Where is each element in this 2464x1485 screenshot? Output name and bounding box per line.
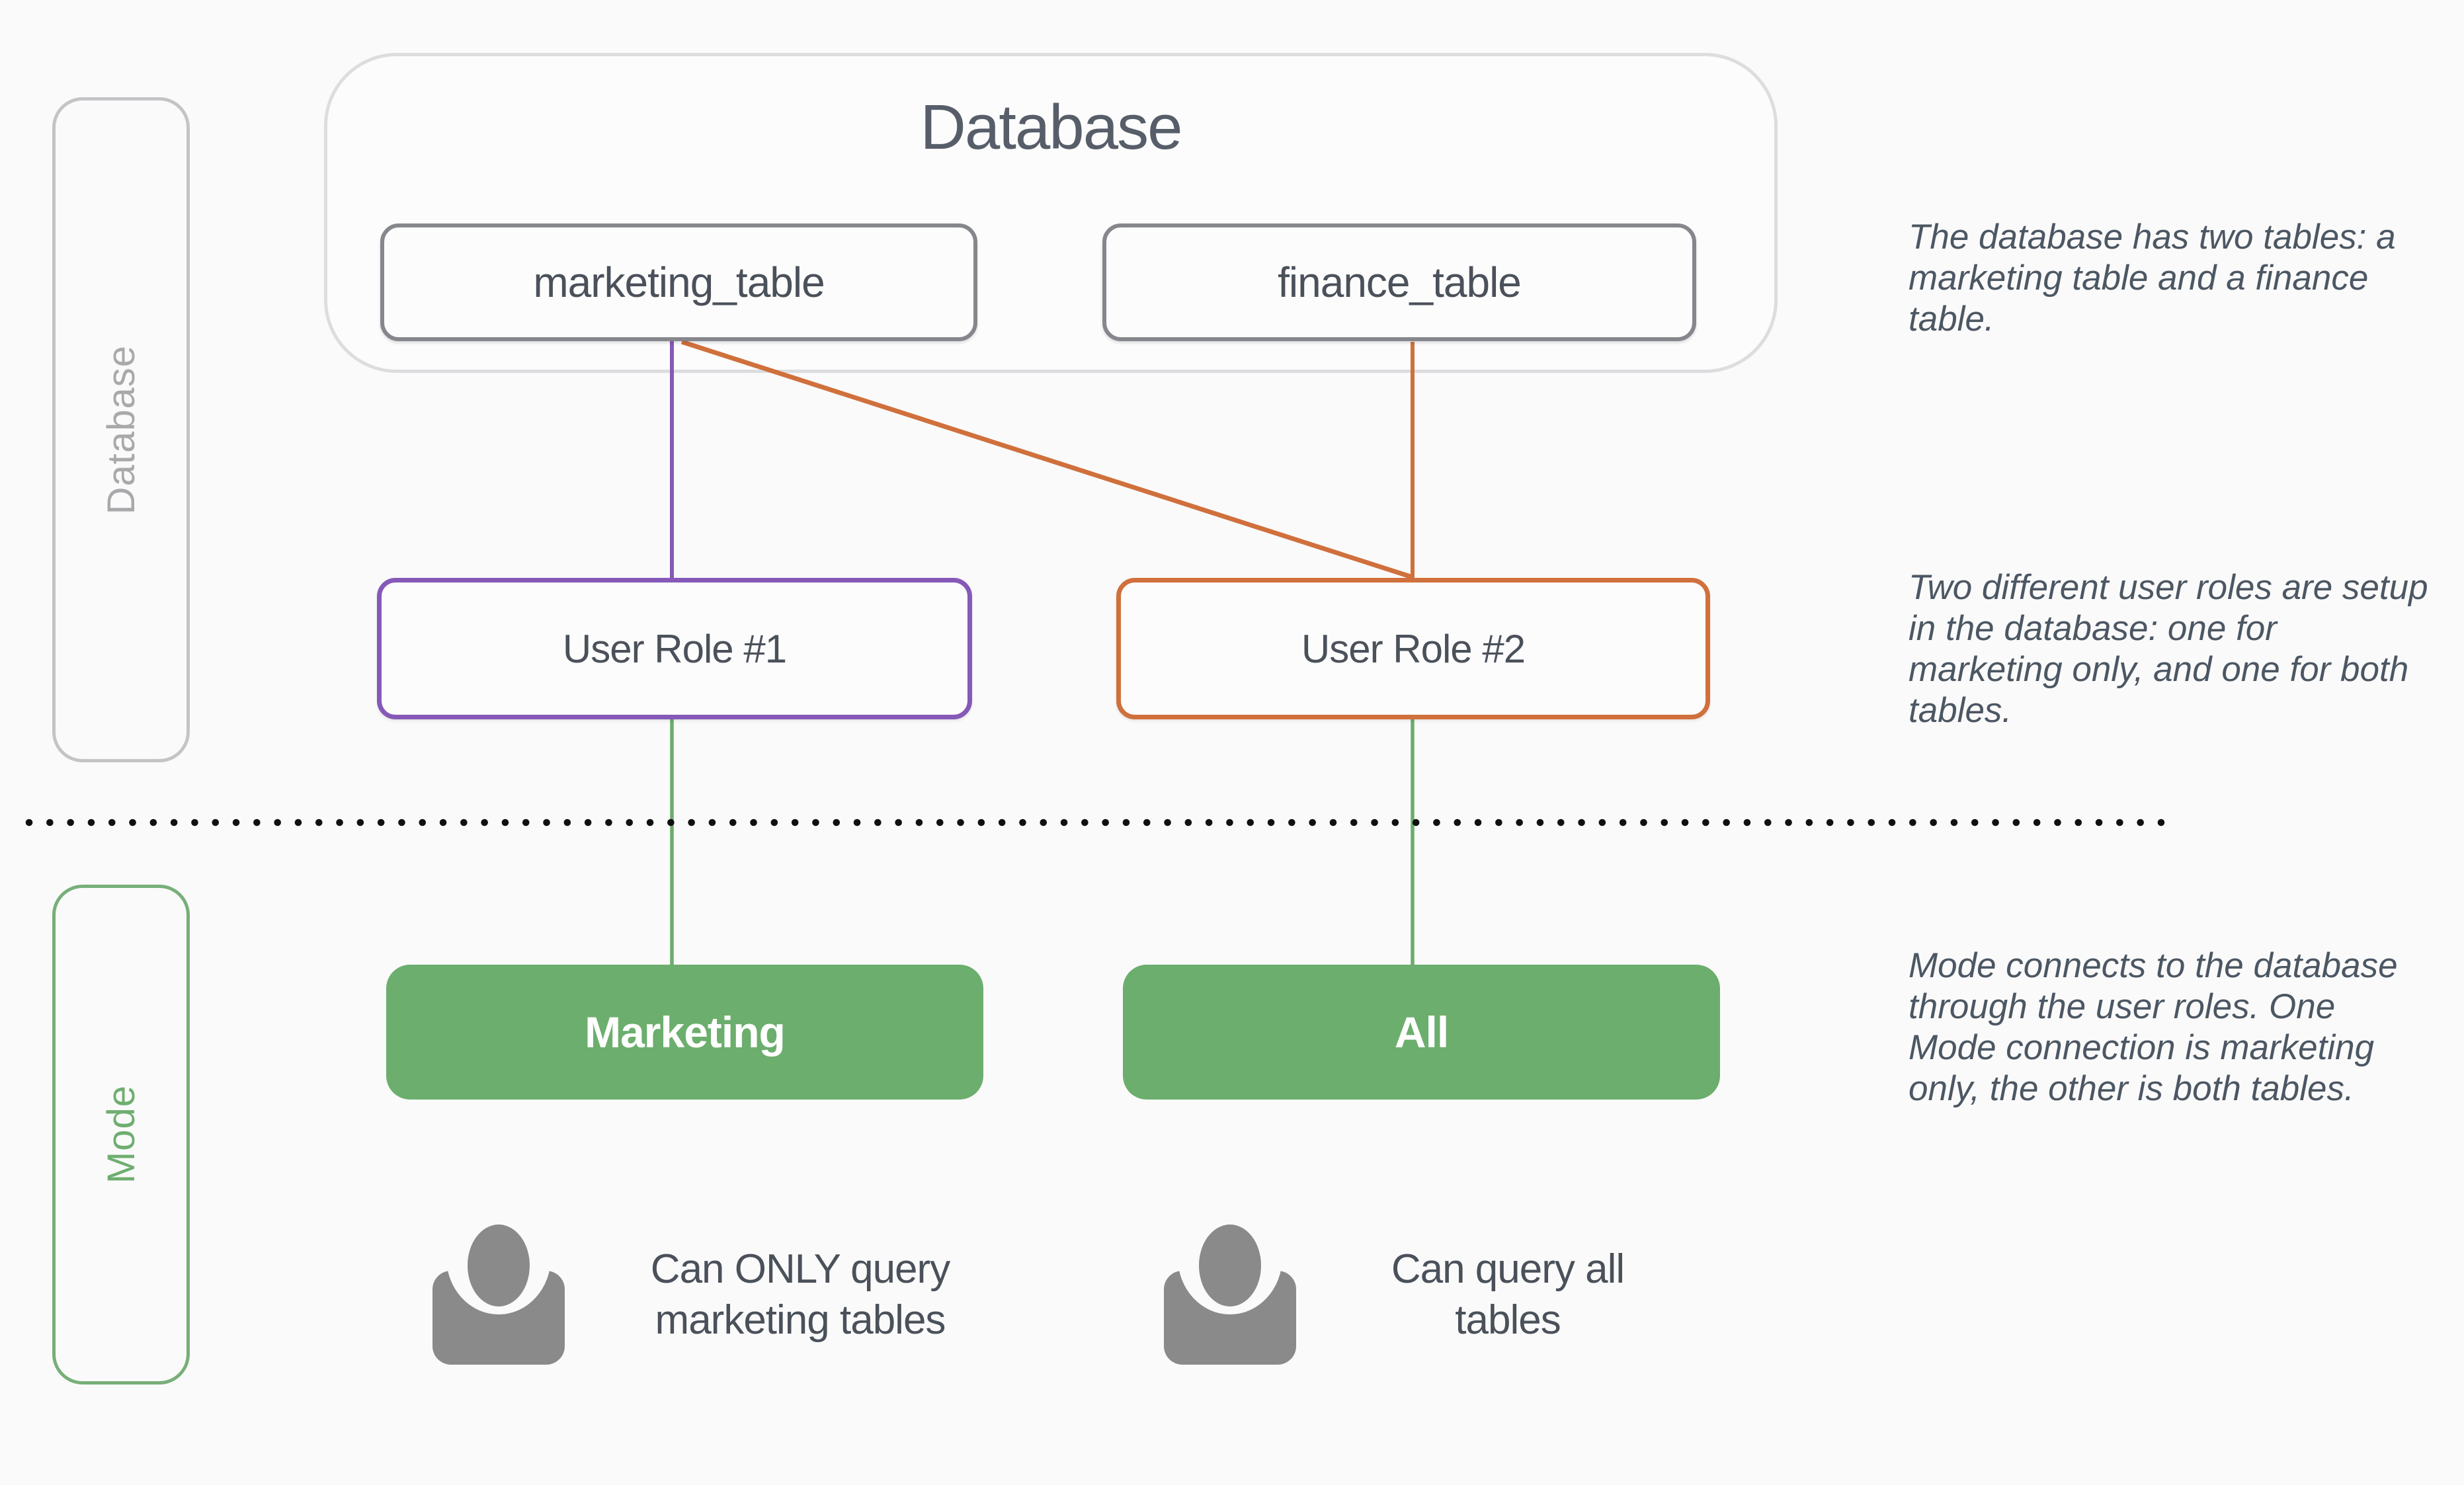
database-section-tag: Database xyxy=(52,97,190,762)
annotation-line: marketing table and a finance xyxy=(1909,259,2369,298)
user-role-2-label: User Role #2 xyxy=(1301,626,1526,671)
annotation-line: Mode connects to the database xyxy=(1909,946,2398,985)
annotation-mode-connections: Mode connects to the database through th… xyxy=(1909,945,2451,1109)
user-icon xyxy=(1164,1224,1296,1365)
annotation-line: through the user roles. One xyxy=(1909,987,2336,1026)
user-icon xyxy=(432,1224,565,1365)
role1-capability-caption: Can ONLY query marketing tables xyxy=(595,1244,1005,1346)
caption-line: Can query all xyxy=(1391,1246,1625,1292)
annotation-user-roles: Two different user roles are setup in th… xyxy=(1909,567,2451,731)
mode-connection-all: All xyxy=(1123,965,1720,1100)
annotation-line: marketing only, and one for both xyxy=(1909,650,2409,689)
mode-connection-marketing-label: Marketing xyxy=(585,1008,786,1057)
annotation-line: only, the other is both tables. xyxy=(1909,1069,2354,1108)
user-role-1-label: User Role #1 xyxy=(562,626,787,671)
database-title: Database xyxy=(920,92,1183,163)
user-role-2-node: User Role #2 xyxy=(1116,578,1710,719)
caption-line: marketing tables xyxy=(655,1297,946,1343)
annotation-line: Two different user roles are setup xyxy=(1909,568,2428,607)
annotation-line: Mode connection is marketing xyxy=(1909,1028,2375,1067)
annotation-database-tables: The database has two tables: a marketing… xyxy=(1909,217,2451,340)
mode-connection-all-label: All xyxy=(1394,1008,1449,1057)
mode-section-tag: Mode xyxy=(52,885,190,1385)
marketing-table-node: marketing_table xyxy=(380,223,977,341)
caption-line: tables xyxy=(1455,1297,1561,1343)
annotation-line: in the database: one for xyxy=(1909,609,2277,648)
finance-table-label: finance_table xyxy=(1278,259,1522,306)
user-role-1-node: User Role #1 xyxy=(377,578,972,719)
line-marketing-to-role2 xyxy=(680,339,1414,580)
finance-table-node: finance_table xyxy=(1102,223,1696,341)
role2-capability-caption: Can query all tables xyxy=(1316,1244,1700,1346)
annotation-line: The database has two tables: a xyxy=(1909,218,2396,257)
mode-connection-marketing: Marketing xyxy=(386,965,983,1100)
marketing-table-label: marketing_table xyxy=(533,259,825,306)
caption-line: Can ONLY query xyxy=(650,1246,950,1292)
annotation-line: table. xyxy=(1909,300,1994,339)
annotation-line: tables. xyxy=(1909,691,2012,730)
